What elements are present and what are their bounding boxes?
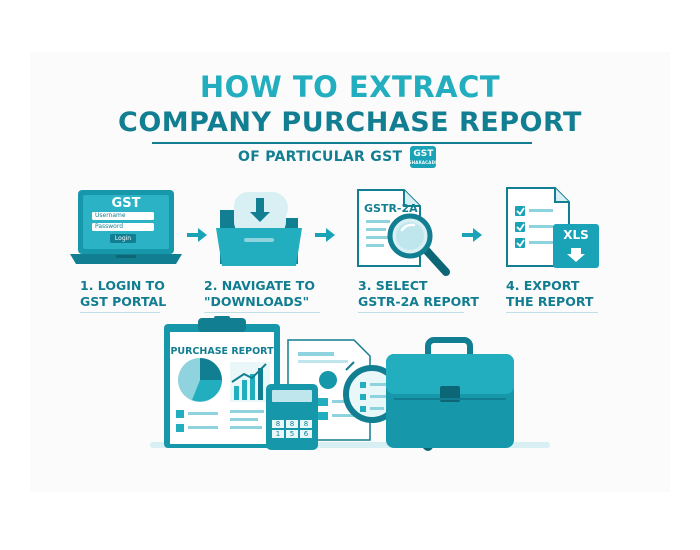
- step-4-underline: [506, 312, 598, 313]
- xls-tag: XLS: [563, 228, 589, 242]
- gstr-doc-title: GSTR-2A: [364, 202, 418, 215]
- step-3-underline: [358, 312, 464, 313]
- step-1-label: 1. LOGIN TO GST PORTAL: [80, 278, 167, 309]
- title-line-1: HOW TO EXTRACT: [199, 70, 501, 104]
- calculator-keypad: 8 8 8 1 5 6: [272, 420, 312, 438]
- login-button: Login: [114, 235, 132, 242]
- arrow-right-icon: [315, 227, 335, 246]
- laptop-login-icon: GST Username Password Login: [70, 188, 182, 268]
- step-2-label: 2. NAVIGATE TO "DOWNLOADS": [204, 278, 315, 309]
- gst-badge-small-text: SHARACADE: [408, 159, 439, 165]
- calc-key: 5: [286, 430, 298, 438]
- step-1-underline: [80, 312, 160, 313]
- subtitle-row: OF PARTICULAR GST GST SHARACADE: [238, 144, 439, 170]
- calc-key: 8: [300, 420, 312, 428]
- gst-badge-icon: GST SHARACADE: [408, 146, 439, 168]
- laptop-screen-title: GST: [111, 196, 141, 211]
- download-folder-icon: [214, 188, 304, 268]
- gst-badge-text: GST: [413, 148, 434, 159]
- calc-key: 8: [286, 420, 298, 428]
- calc-key: 8: [272, 420, 284, 428]
- calc-key: 1: [272, 430, 284, 438]
- step-2-underline: [204, 312, 320, 313]
- clipboard-title: PURCHASE REPORT: [170, 346, 274, 357]
- step-4-label: 4. EXPORT THE REPORT: [506, 278, 594, 309]
- arrow-right-icon: [462, 227, 482, 246]
- illustration-group: PURCHASE REPORT 8 8 8 1 5 6: [150, 316, 550, 456]
- step-3-label: 3. SELECT GSTR-2A REPORT: [358, 278, 479, 309]
- arrow-right-icon: [187, 227, 207, 246]
- xls-export-icon: XLS: [505, 186, 605, 272]
- title-line-2: COMPANY PURCHASE REPORT: [118, 107, 582, 138]
- title-divider: [152, 142, 532, 144]
- subtitle: OF PARTICULAR GST: [238, 149, 403, 165]
- password-field: Password: [95, 223, 124, 230]
- username-field: Username: [95, 212, 126, 219]
- document-search-icon: GSTR-2A: [356, 188, 456, 278]
- calc-key: 6: [300, 430, 312, 438]
